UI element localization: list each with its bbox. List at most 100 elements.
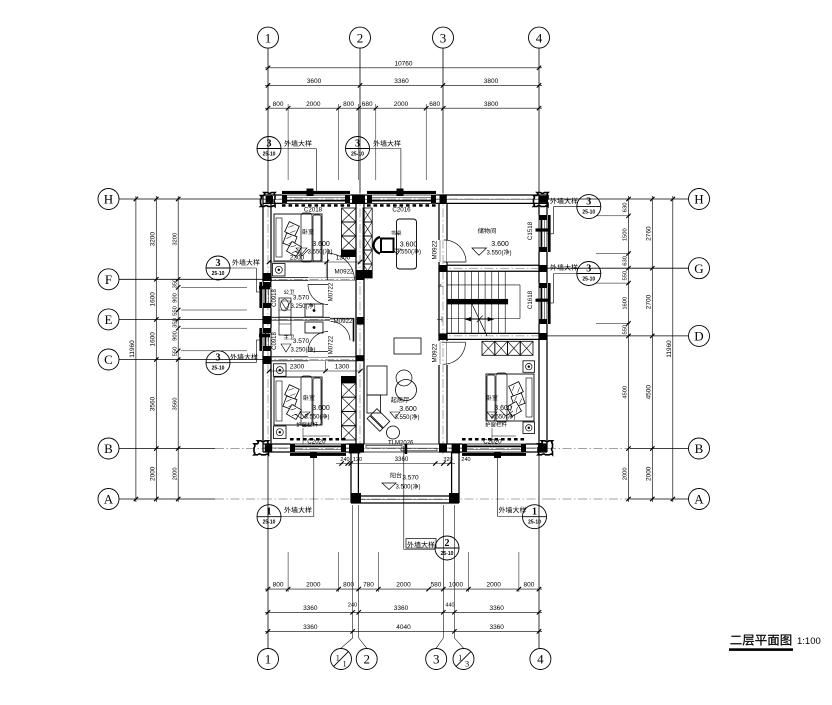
svg-text:25-10: 25-10 (263, 520, 276, 526)
svg-text:350: 350 (172, 318, 178, 328)
svg-text:550: 550 (172, 347, 178, 357)
svg-text:3200: 3200 (150, 232, 157, 247)
svg-text:3.550(: 3.550( (396, 250, 413, 256)
svg-text:630: 630 (623, 256, 629, 266)
svg-text:11960: 11960 (129, 340, 136, 358)
svg-text:C1618: C1618 (527, 290, 534, 309)
svg-text:2000: 2000 (306, 101, 321, 108)
svg-text:3: 3 (216, 353, 221, 364)
svg-text:4040: 4040 (396, 624, 411, 631)
svg-text:900: 900 (172, 293, 178, 303)
svg-text:25-10: 25-10 (528, 520, 541, 526)
svg-text:M0922: M0922 (432, 240, 439, 259)
svg-text:550: 550 (623, 271, 629, 281)
svg-text:1: 1 (265, 652, 272, 667)
svg-text:1300: 1300 (336, 255, 351, 262)
svg-text:550: 550 (172, 306, 178, 316)
svg-text:C0918: C0918 (272, 289, 278, 307)
svg-text:1300: 1300 (335, 364, 350, 371)
svg-text:780: 780 (363, 582, 374, 589)
svg-text:120: 120 (353, 457, 362, 463)
svg-text:2: 2 (363, 652, 370, 667)
svg-text:800: 800 (273, 101, 284, 108)
svg-text:3.600: 3.600 (494, 405, 512, 412)
svg-text:25-10: 25-10 (441, 551, 454, 557)
svg-text:350: 350 (172, 279, 178, 289)
svg-text:680: 680 (362, 101, 373, 108)
svg-text:3.600: 3.600 (312, 241, 330, 248)
svg-text:3.570: 3.570 (293, 295, 310, 302)
svg-text:3360: 3360 (303, 605, 318, 612)
svg-text:900: 900 (172, 331, 178, 341)
svg-text:1: 1 (267, 507, 272, 518)
svg-text:3: 3 (267, 139, 272, 150)
svg-text:): ) (419, 250, 421, 256)
svg-text:2000: 2000 (150, 466, 157, 481)
svg-text:C2020: C2020 (483, 438, 502, 445)
svg-text:H: H (104, 192, 113, 207)
svg-text:2: 2 (357, 30, 364, 45)
svg-text:C1518: C1518 (527, 221, 534, 240)
svg-text:M0922: M0922 (334, 318, 353, 325)
svg-text:25-10: 25-10 (212, 366, 225, 372)
svg-text:800: 800 (523, 582, 534, 589)
svg-text:1600: 1600 (623, 297, 629, 310)
svg-text:2000: 2000 (306, 582, 321, 589)
svg-text:3.550(: 3.550( (304, 415, 321, 421)
svg-text:2760: 2760 (646, 226, 653, 241)
svg-text:1: 1 (336, 654, 340, 663)
svg-text:4500: 4500 (623, 386, 629, 399)
svg-text:3200: 3200 (172, 233, 178, 246)
svg-text:3: 3 (586, 197, 591, 208)
svg-text:3360: 3360 (303, 624, 318, 631)
svg-text:320: 320 (443, 457, 452, 463)
svg-text:C2018: C2018 (304, 207, 323, 214)
svg-text:F: F (105, 272, 112, 287)
svg-text:A: A (694, 492, 704, 507)
svg-text:800: 800 (343, 582, 354, 589)
svg-text:): ) (418, 415, 420, 421)
svg-text:2000: 2000 (396, 582, 411, 589)
svg-text:C2020: C2020 (307, 438, 326, 445)
svg-text:3: 3 (216, 258, 221, 269)
svg-text:3: 3 (355, 139, 360, 150)
svg-text:3.550(: 3.550( (486, 250, 503, 256)
svg-text:3.550(: 3.550( (307, 250, 324, 256)
svg-text:3.550(: 3.550( (490, 415, 507, 421)
svg-text:240: 240 (461, 457, 470, 463)
svg-text:1600: 1600 (150, 332, 157, 347)
svg-text:680: 680 (429, 101, 440, 108)
svg-text:C2016: C2016 (392, 207, 411, 214)
svg-text:4: 4 (537, 652, 544, 667)
svg-text:3.570: 3.570 (402, 475, 419, 482)
svg-text:240: 240 (340, 457, 349, 463)
svg-text:1: 1 (458, 654, 462, 663)
svg-text:3800: 3800 (484, 101, 499, 108)
svg-text:3.600: 3.600 (399, 406, 417, 413)
svg-text:2700: 2700 (646, 294, 653, 309)
svg-text:2000: 2000 (172, 467, 178, 480)
svg-text:M0722: M0722 (329, 335, 335, 354)
svg-text:TLM2026: TLM2026 (388, 440, 414, 446)
svg-text:3360: 3360 (394, 605, 409, 612)
svg-text:3.600: 3.600 (400, 242, 418, 249)
svg-text:2300: 2300 (290, 364, 305, 371)
svg-text:3600: 3600 (307, 78, 322, 85)
svg-text:1000: 1000 (449, 582, 464, 589)
svg-text:1600: 1600 (150, 292, 157, 307)
svg-text:10760: 10760 (394, 60, 412, 67)
svg-text:M0922: M0922 (335, 269, 354, 276)
svg-text:3.600: 3.600 (491, 241, 509, 248)
svg-text:2300: 2300 (290, 255, 305, 262)
svg-text:3.600: 3.600 (312, 405, 330, 412)
svg-text:3800: 3800 (484, 78, 499, 85)
svg-text:C0918: C0918 (272, 332, 278, 350)
svg-text:): ) (314, 304, 316, 310)
svg-text:25-10: 25-10 (582, 277, 595, 283)
svg-text:): ) (510, 250, 512, 256)
svg-text:4500: 4500 (646, 385, 653, 400)
svg-text:2000: 2000 (486, 582, 501, 589)
svg-text:M0922: M0922 (432, 343, 439, 362)
svg-text:1: 1 (343, 660, 347, 669)
svg-text:800: 800 (273, 582, 284, 589)
